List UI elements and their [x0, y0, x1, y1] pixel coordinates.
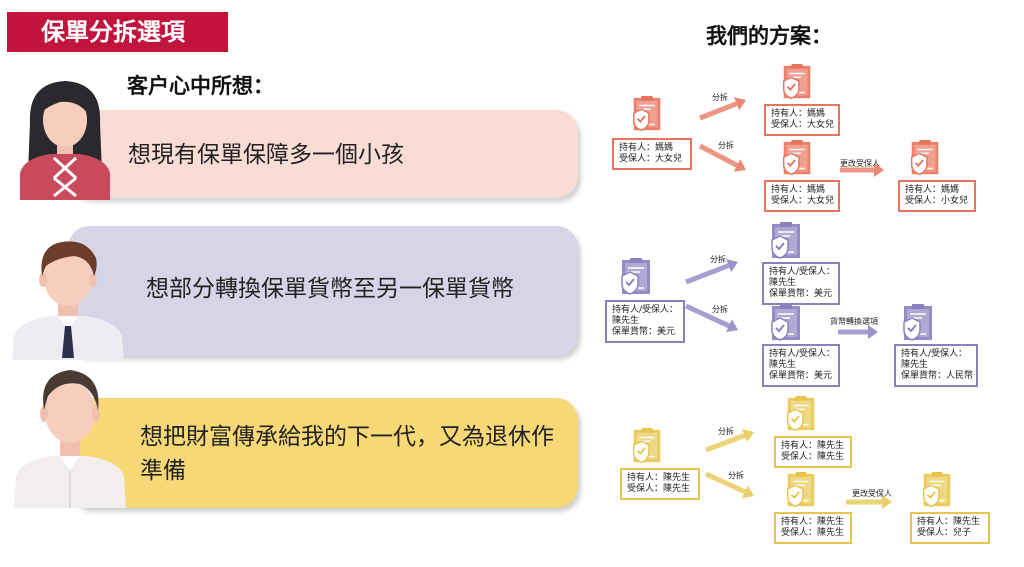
policy-document-icon [782, 472, 820, 514]
source-policy-box: 持有人：媽媽受保人：大女兒 [612, 138, 692, 170]
policy-line: 受保人：大女兒 [619, 154, 683, 164]
split-label: 分拆 [718, 141, 734, 150]
policy-line: 持有人/受保人： [612, 305, 679, 315]
result-policy-box: 持有人：媽媽受保人：小女兒 [898, 180, 976, 212]
policy-document-icon [778, 140, 816, 182]
thought-panel-1 [68, 110, 578, 198]
split-policy-box-bottom: 持有人：媽媽受保人：大女兒 [764, 180, 840, 212]
change-label: 更改受保人 [852, 489, 892, 498]
thought-panel-3 [68, 398, 578, 508]
split-policy-box-bottom: 持有人：陳先生受保人：陳先生 [774, 512, 852, 544]
change-label: 更改受保人 [840, 159, 880, 168]
split-policy-box-top: 持有人：陳先生受保人：陳先生 [774, 436, 852, 468]
left-heading: 客户心中所想： [127, 74, 274, 98]
policy-line: 持有人：陳先生 [627, 473, 691, 483]
split-label: 分拆 [712, 93, 728, 102]
split-arrow-up [699, 97, 746, 121]
policy-line: 受保人：陳先生 [781, 528, 845, 538]
split-label: 分拆 [710, 255, 726, 264]
split-arrow-up [685, 259, 738, 285]
result-policy-box: 持有人：陳先生受保人：兒子 [910, 512, 990, 544]
policy-line: 持有人：陳先生 [781, 441, 845, 451]
man-avatar-icon [12, 241, 124, 360]
thought-text-2: 想部分轉換保單貨幣至另一保單貨幣 [146, 276, 514, 302]
policy-line: 持有人/受保人： [769, 267, 836, 277]
policy-line: 持有人：媽媽 [771, 109, 826, 119]
policy-document-icon [766, 304, 806, 348]
thought-text-1: 想現有保單保障多一個小孩 [128, 142, 404, 168]
policy-line: 陳先生 [901, 360, 929, 370]
section-title-tag: 保單分拆選項 [7, 12, 228, 52]
change-arrow [838, 325, 878, 339]
policy-document-icon [616, 258, 656, 302]
policy-line: 持有人/受保人： [901, 349, 968, 359]
policy-document-icon [918, 472, 956, 514]
source-policy-box: 持有人：陳先生受保人：陳先生 [620, 468, 700, 500]
policy-document-icon [766, 222, 806, 266]
policy-line: 受保人：大女兒 [771, 196, 835, 206]
change-label: 貨幣轉換選項 [830, 317, 878, 326]
policy-line: 受保人：大女兒 [771, 120, 835, 130]
split-label: 分拆 [728, 471, 744, 480]
policy-line: 持有人：媽媽 [619, 143, 674, 153]
policy-line: 保單貨幣：美元 [612, 327, 676, 337]
split-label: 分拆 [718, 427, 734, 436]
policy-document-icon [782, 396, 820, 438]
policy-document-icon [628, 428, 666, 470]
policy-line: 受保人：陳先生 [781, 452, 845, 462]
change-arrow [840, 163, 884, 177]
split-policy-box-bottom: 持有人/受保人：陳先生保單貨幣：美元 [762, 344, 840, 387]
split-arrow-down [698, 143, 746, 172]
older-man-avatar-icon [14, 370, 126, 508]
policy-line: 保單貨幣：人民幣 [901, 371, 974, 381]
policy-document-icon [778, 64, 816, 106]
policy-document-icon [898, 304, 938, 348]
split-policy-box-top: 持有人/受保人：陳先生保單貨幣：美元 [762, 262, 840, 305]
right-heading: 我們的方案： [706, 24, 832, 48]
change-arrow [846, 495, 892, 509]
thought-panel-2 [68, 226, 578, 356]
policy-line: 持有人：陳先生 [781, 517, 845, 527]
policy-line: 保單貨幣：美元 [769, 371, 833, 381]
result-policy-box: 持有人/受保人：陳先生保單貨幣：人民幣 [894, 344, 978, 387]
policy-line: 持有人：媽媽 [771, 185, 826, 195]
policy-line: 受保人：兒子 [917, 528, 972, 538]
split-arrow-up [705, 428, 754, 453]
policy-line: 陳先生 [612, 316, 640, 326]
policy-document-icon [628, 96, 666, 138]
policy-line: 受保人：陳先生 [627, 484, 691, 494]
split-arrow-down [704, 471, 754, 499]
thought-text-3: 想把財富傳承給我的下一代，又為退休作準備 [140, 424, 554, 484]
policy-document-icon [906, 140, 944, 182]
policy-line: 持有人/受保人： [769, 349, 836, 359]
policy-line: 保單貨幣：美元 [769, 289, 833, 299]
policy-line: 陳先生 [769, 278, 797, 288]
policy-line: 持有人：媽媽 [905, 185, 960, 195]
split-arrow-down [684, 303, 738, 333]
policy-line: 持有人：陳先生 [917, 517, 981, 527]
woman-avatar-icon [20, 81, 110, 200]
policy-line: 受保人：小女兒 [905, 196, 969, 206]
split-label: 分拆 [712, 305, 728, 314]
source-policy-box: 持有人/受保人：陳先生保單貨幣：美元 [605, 300, 685, 343]
split-policy-box-top: 持有人：媽媽受保人：大女兒 [764, 104, 840, 136]
policy-line: 陳先生 [769, 360, 797, 370]
